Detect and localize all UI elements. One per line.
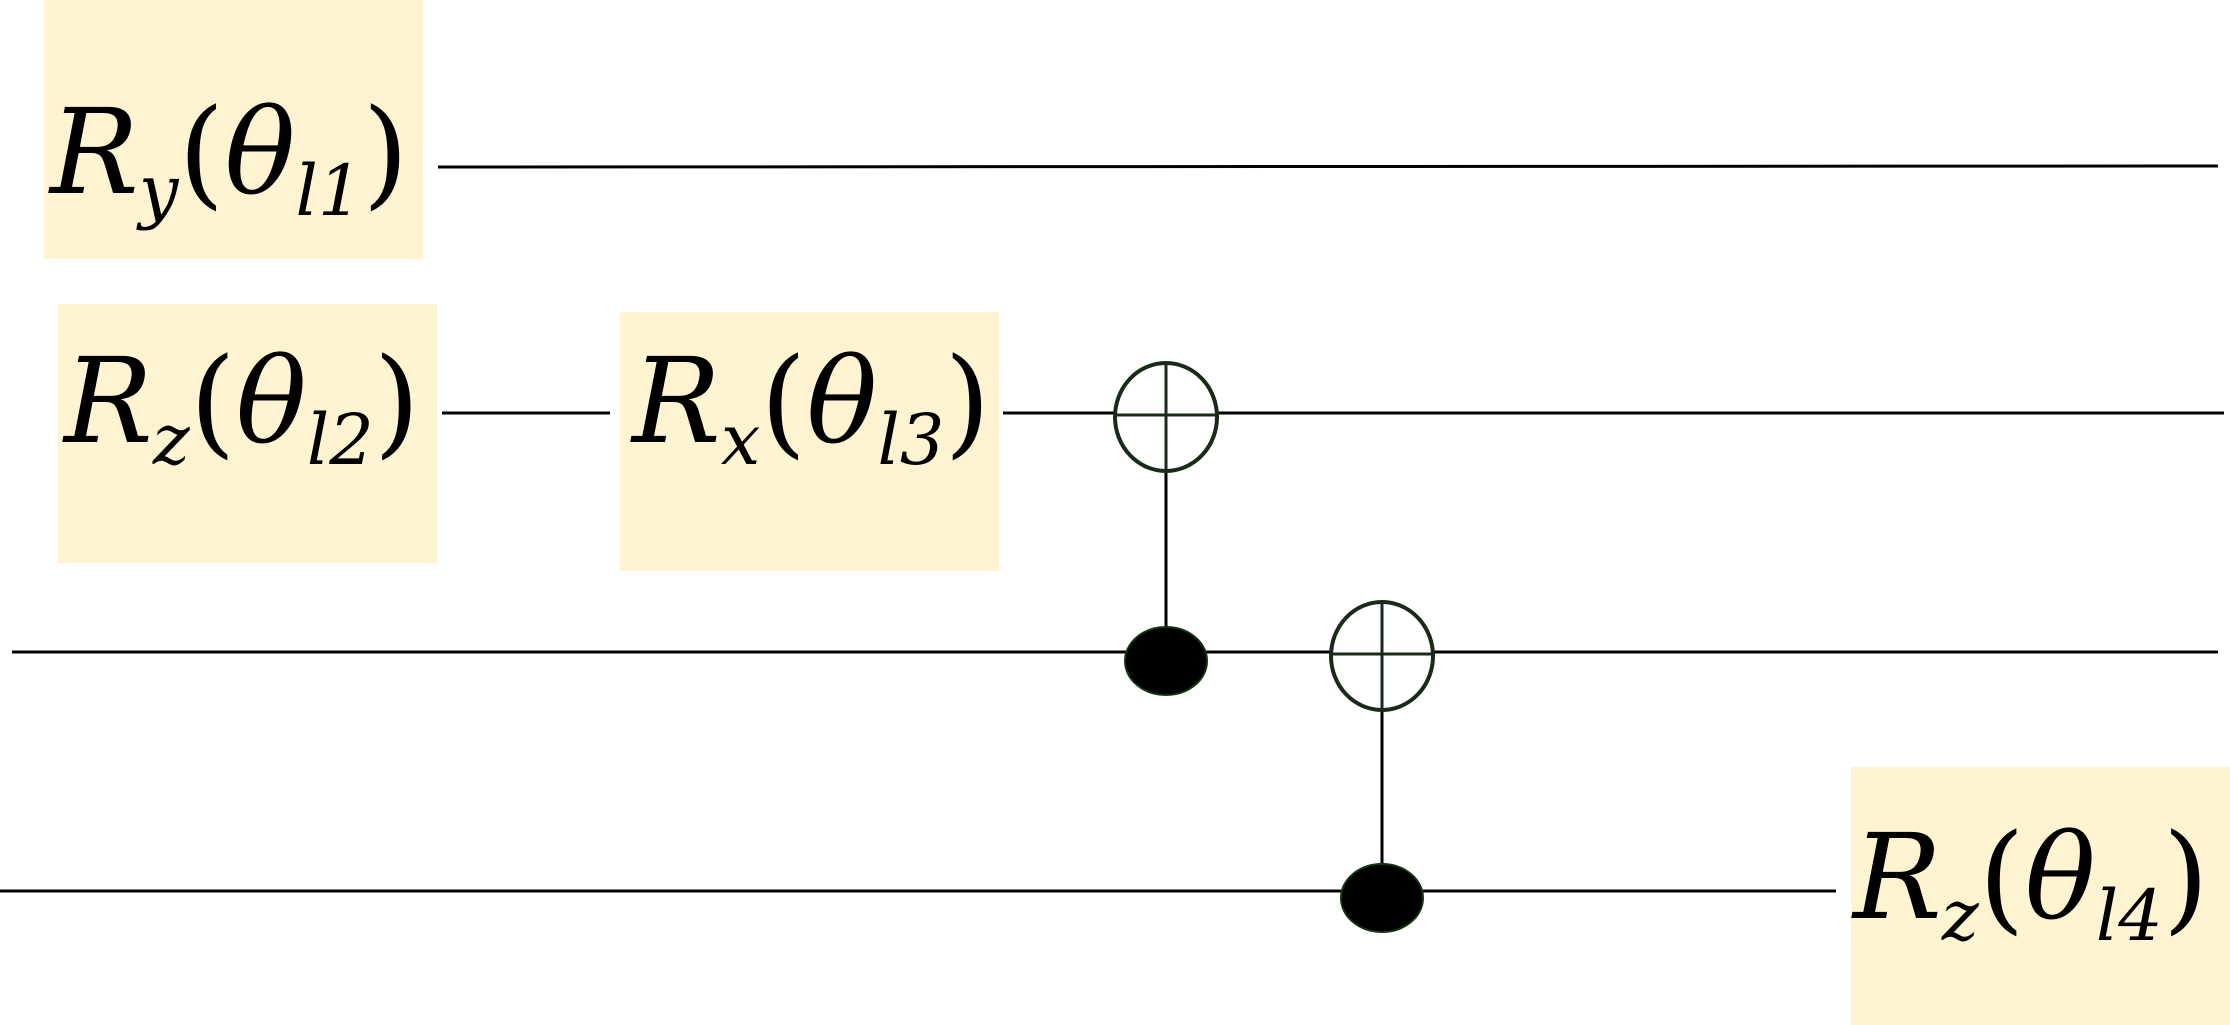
- gate-box: [44, 0, 423, 259]
- gate-op: R: [1851, 808, 1942, 946]
- gate-box: [620, 312, 999, 571]
- qubit-1-wire-right: [437, 164, 2219, 169]
- gate-axis: x: [721, 399, 760, 481]
- gate-axis: z: [1941, 875, 1980, 957]
- gate-param: θ: [2025, 808, 2096, 946]
- gate-index: l4: [2096, 875, 2163, 957]
- control-dot: [1340, 863, 1424, 933]
- cnot-gate-1: [1113, 361, 1219, 696]
- gate-label: Rz(θl2): [62, 332, 420, 481]
- rotation-gate-rz: Rz(θl2): [58, 304, 437, 563]
- gate-open-paren: (: [190, 332, 236, 470]
- rotation-gate-rx: Rx(θl3): [620, 312, 999, 571]
- gate-box: [1851, 767, 2230, 1025]
- gate-index: l3: [877, 399, 944, 481]
- gate-label: Rx(θl3): [630, 332, 990, 481]
- gate-open-paren: (: [178, 83, 224, 221]
- gate-close-paren: ): [2163, 808, 2209, 946]
- cnot-gate-2: [1329, 600, 1435, 933]
- rotation-gate-ry: Ry(θl1): [44, 0, 423, 259]
- gate-index: l1: [296, 150, 363, 232]
- gate-param: θ: [806, 332, 877, 470]
- gate-label: Rz(θl4): [1851, 808, 2209, 957]
- gate-close-paren: ): [944, 332, 990, 470]
- gate-open-paren: (: [760, 332, 806, 470]
- gate-op: R: [62, 332, 153, 470]
- gate-op: R: [630, 332, 721, 470]
- gate-axis: z: [152, 399, 191, 481]
- gate-close-paren: ): [374, 332, 420, 470]
- gate-index: l2: [307, 399, 374, 481]
- rotation-gate-rz-final: Rz(θl4): [1851, 767, 2230, 1025]
- gate-close-paren: ): [362, 83, 408, 221]
- gate-param: θ: [236, 332, 307, 470]
- gate-box: [58, 304, 437, 563]
- gate-open-paren: (: [1979, 808, 2025, 946]
- gate-label: Ry(θl1): [48, 83, 408, 232]
- gate-param: θ: [224, 83, 295, 221]
- gate-axis: y: [136, 150, 180, 232]
- control-dot: [1124, 626, 1208, 696]
- gate-op: R: [48, 83, 139, 221]
